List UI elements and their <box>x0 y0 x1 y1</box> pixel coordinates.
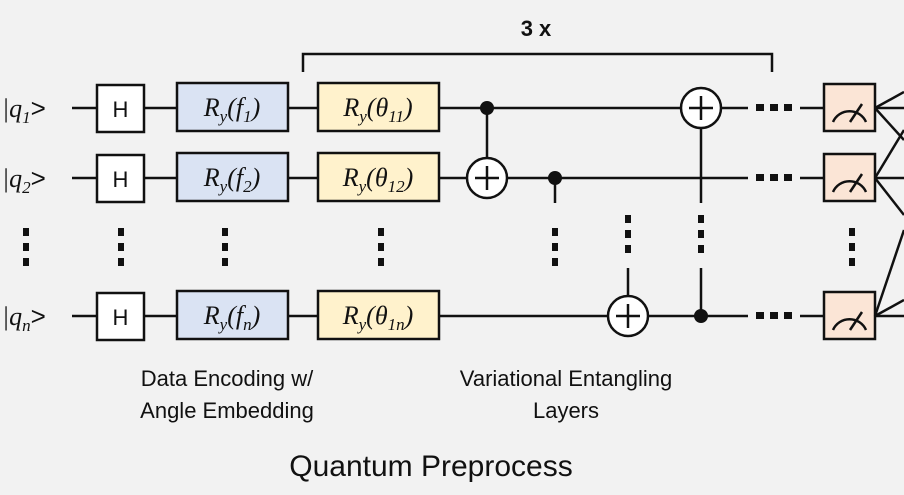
horizontal-ellipsis-icon <box>756 104 792 319</box>
encoding-gate-qn: Ry(fn) <box>175 289 290 341</box>
measurement-meter-icon <box>822 290 877 341</box>
variational-gates: Ry(θ11) Ry(θ12) Ry(θ1n) <box>316 81 441 341</box>
cnot-into-qn <box>606 215 650 338</box>
control-dot-icon <box>694 309 708 323</box>
measurement-gates <box>822 82 877 341</box>
measurement-meter-icon <box>822 82 877 133</box>
qubit-label-n: |qn> <box>2 301 46 335</box>
vertical-ellipsis-icon <box>23 228 855 266</box>
measurement-meter-icon <box>822 152 877 203</box>
encoding-gate-q1: Ry(f1) <box>175 81 290 133</box>
svg-text:Angle Embedding: Angle Embedding <box>140 398 314 423</box>
svg-text:Ry(fn): Ry(fn) <box>203 301 261 334</box>
qubit-label-1: |q1> <box>2 93 46 127</box>
svg-text:Layers: Layers <box>533 398 599 423</box>
svg-text:Ry(θ12): Ry(θ12) <box>342 163 414 196</box>
hadamard-gate-q2: H <box>95 153 146 204</box>
svg-text:H: H <box>113 97 129 122</box>
control-q2-down <box>548 171 562 266</box>
caption-encoding: Data Encoding w/ Angle Embedding <box>140 366 314 423</box>
encoding-gates: Ry(f1) Ry(f2) Ry(fn) <box>175 81 290 341</box>
ellipsis-labels <box>23 228 29 266</box>
wire-gaps <box>748 98 800 326</box>
svg-text:Data Encoding w/: Data Encoding w/ <box>141 366 314 391</box>
cnot-target-icon <box>465 156 509 200</box>
svg-text:H: H <box>113 305 129 330</box>
ellipsis-variational <box>378 228 384 266</box>
svg-text:Ry(θ11): Ry(θ11) <box>342 93 412 126</box>
qubit-label-2: |q2> <box>2 163 46 197</box>
ellipsis-hadamard <box>118 228 124 266</box>
hadamard-gate-q1: H <box>95 83 146 134</box>
variational-gate-q1: Ry(θ11) <box>316 81 441 133</box>
diagram-title: Quantum Preprocess <box>289 450 572 483</box>
hadamard-gates: H H H <box>95 83 146 342</box>
cnot-qn-q1 <box>679 86 723 323</box>
svg-text:Ry(f2): Ry(f2) <box>203 163 261 196</box>
caption-entangling: Variational Entangling Layers <box>460 366 672 423</box>
cnot-target-icon <box>606 294 650 338</box>
repeat-label: 3 x <box>521 16 552 41</box>
control-dot-icon <box>480 101 494 115</box>
svg-text:Ry(f1): Ry(f1) <box>203 93 261 126</box>
variational-gate-qn: Ry(θ1n) <box>316 289 441 341</box>
ellipsis-encoding <box>222 228 228 266</box>
cnot-q1-q2 <box>465 101 509 200</box>
output-fan-lines <box>873 90 904 318</box>
svg-text:Ry(θ1n): Ry(θ1n) <box>342 301 414 334</box>
variational-gate-q2: Ry(θ12) <box>316 151 441 203</box>
svg-text:Variational Entangling: Variational Entangling <box>460 366 672 391</box>
svg-text:H: H <box>113 167 129 192</box>
repeat-bracket: 3 x <box>301 16 774 72</box>
cnot-target-icon <box>679 86 723 130</box>
qubit-labels: |q1> |q2> |qn> <box>2 93 46 335</box>
ellipsis-measure <box>849 228 855 266</box>
encoding-gate-q2: Ry(f2) <box>175 151 290 203</box>
hadamard-gate-qn: H <box>95 291 146 342</box>
